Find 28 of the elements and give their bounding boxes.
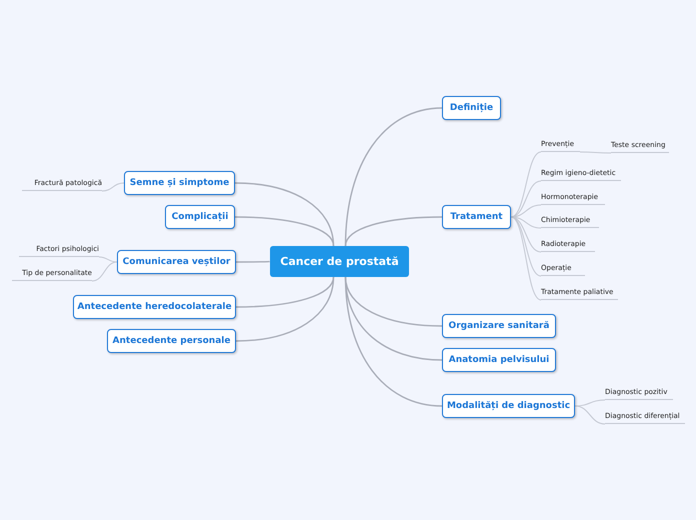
connector-line [510, 216, 542, 300]
central-topic-box: Cancer de prostată [270, 246, 409, 277]
topic-box: Tratament [442, 205, 511, 229]
connector-line [102, 182, 124, 192]
topic-box: Antecedente heredocolaterale [73, 295, 236, 319]
connector-line [510, 216, 542, 252]
connector-line [344, 276, 442, 407]
topic-box: Antecedente personale [107, 329, 236, 353]
connector-line [236, 276, 334, 342]
connector-line [234, 216, 334, 246]
topic-box: Anatomia pelvisului [442, 348, 556, 372]
connector-line [92, 262, 118, 282]
connector-line [574, 406, 606, 424]
topic-box: Complicații [165, 205, 235, 229]
connector-line [236, 260, 270, 263]
connector-line [236, 276, 334, 308]
topic-box: Modalități de diagnostic [442, 394, 575, 418]
connector-line [510, 180, 542, 218]
connector-line [510, 152, 542, 218]
connector-line [344, 216, 442, 246]
topic-box: Semne și simptome [124, 171, 235, 195]
topic-box: Comunicarea veștilor [117, 250, 236, 274]
connector-line [580, 152, 612, 154]
connector-line [98, 256, 118, 262]
topic-box: Definiție [442, 96, 501, 120]
connector-line [344, 276, 442, 361]
connector-line [344, 276, 442, 327]
topic-box: Organizare sanitară [442, 314, 556, 338]
